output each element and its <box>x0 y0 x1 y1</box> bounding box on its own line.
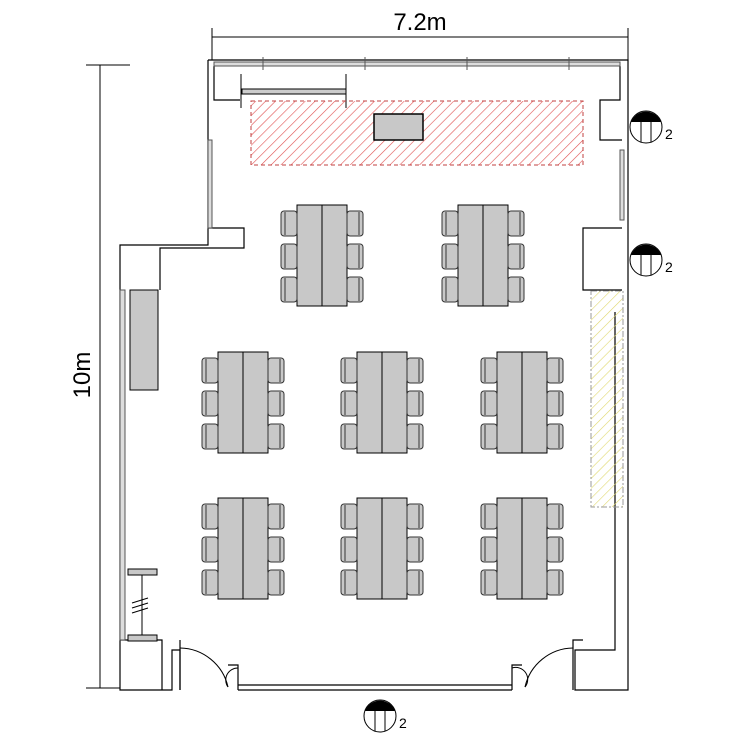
chair <box>507 210 525 237</box>
chair <box>340 569 358 596</box>
chair <box>406 503 424 530</box>
table <box>296 204 323 307</box>
outlet-count-label: 2 <box>665 259 673 275</box>
table <box>381 497 408 600</box>
chair <box>480 503 498 530</box>
table-group <box>340 351 424 454</box>
table <box>217 351 244 454</box>
chair <box>406 536 424 563</box>
partition-rail <box>240 74 347 108</box>
chair <box>340 536 358 563</box>
chair <box>346 243 364 270</box>
table <box>457 204 484 307</box>
chair <box>267 536 285 563</box>
table-group <box>480 351 564 454</box>
chair <box>267 357 285 384</box>
chair <box>406 390 424 417</box>
side-area <box>590 290 624 508</box>
table <box>356 497 383 600</box>
table <box>356 351 383 454</box>
power-outlet-icon: 2 <box>629 243 673 277</box>
windows-left <box>119 139 625 641</box>
chair <box>406 569 424 596</box>
chair <box>346 276 364 303</box>
chair <box>280 243 298 270</box>
chair <box>406 423 424 450</box>
doors[interactable] <box>179 647 574 688</box>
table <box>242 351 269 454</box>
table-group <box>480 497 564 600</box>
table <box>496 497 523 600</box>
table-groups <box>201 204 564 600</box>
chair <box>546 357 564 384</box>
chair <box>346 210 364 237</box>
power-outlet-icon: 2 <box>363 699 407 733</box>
chair <box>280 210 298 237</box>
chair <box>201 536 219 563</box>
outlet-count-label: 2 <box>399 715 407 731</box>
outlets: 2 2 2 <box>363 110 673 733</box>
chair <box>480 357 498 384</box>
depth-dimension <box>86 64 130 689</box>
chair <box>201 503 219 530</box>
table <box>217 497 244 600</box>
chair <box>201 390 219 417</box>
chair <box>507 243 525 270</box>
table-group <box>340 497 424 600</box>
chair <box>201 423 219 450</box>
chair <box>267 569 285 596</box>
table <box>521 351 548 454</box>
table <box>482 204 509 307</box>
chair <box>507 276 525 303</box>
chair <box>441 276 459 303</box>
table-group <box>441 204 525 307</box>
chair <box>201 357 219 384</box>
outlet-count-label: 2 <box>665 126 673 142</box>
chair <box>340 423 358 450</box>
chair <box>546 390 564 417</box>
table <box>521 497 548 600</box>
chair <box>280 276 298 303</box>
chair <box>546 423 564 450</box>
walls <box>119 59 629 691</box>
table-group <box>201 497 285 600</box>
chair <box>340 357 358 384</box>
chair <box>201 569 219 596</box>
depth-dimension-label: 10m <box>69 352 96 399</box>
coat-rack <box>127 568 158 642</box>
power-outlet-icon: 2 <box>629 110 673 144</box>
table <box>381 351 408 454</box>
windows-top <box>213 57 621 70</box>
chair <box>340 503 358 530</box>
chair <box>441 243 459 270</box>
chair <box>267 423 285 450</box>
table <box>242 497 269 600</box>
chair <box>480 536 498 563</box>
table <box>321 204 348 307</box>
chair <box>546 569 564 596</box>
chair <box>267 390 285 417</box>
lectern <box>373 113 424 141</box>
chair <box>267 503 285 530</box>
width-dimension <box>211 28 629 60</box>
chair <box>340 390 358 417</box>
cabinet <box>129 289 159 391</box>
chair <box>546 536 564 563</box>
chair <box>546 503 564 530</box>
table <box>496 351 523 454</box>
width-dimension-label: 7.2m <box>393 9 446 36</box>
table-group <box>280 204 364 307</box>
chair <box>441 210 459 237</box>
table-group <box>201 351 285 454</box>
chair <box>480 423 498 450</box>
chair <box>480 569 498 596</box>
chair <box>480 390 498 417</box>
chair <box>406 357 424 384</box>
